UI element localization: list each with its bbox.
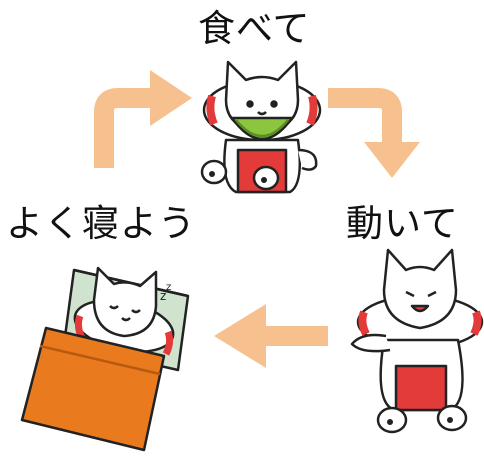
exercising-dog-icon [350,248,484,434]
arrow-move-to-sleep [214,304,328,368]
svg-text:z: z [166,282,171,293]
arrow-eat-to-move [328,88,420,178]
arrow-sleep-to-eat [94,70,192,168]
step-move-label: 動いて [346,202,459,245]
step-eat-label: 食べて [198,7,311,50]
svg-text:z: z [160,289,166,303]
step-sleep-label: よく寝よう [6,202,196,245]
eating-dog-icon [200,60,322,194]
sleeping-dog-icon: z z [20,266,190,452]
